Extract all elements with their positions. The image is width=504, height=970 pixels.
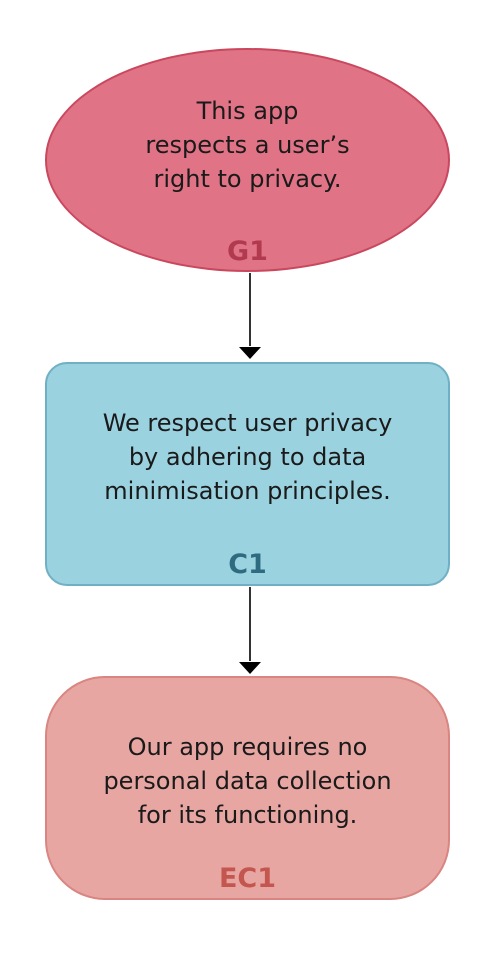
claim-node-id: C1 — [228, 549, 267, 580]
evidence-node-ec1: Our app requires no personal data collec… — [45, 676, 450, 900]
claim-node-text: We respect user privacy by adhering to d… — [102, 409, 393, 505]
evidence-node-text: Our app requires no personal data collec… — [103, 733, 392, 829]
edge-g1-to-c1 — [239, 273, 261, 359]
goal-node-id: G1 — [227, 236, 268, 267]
goal-node-g1: This app respects a user’s right to priv… — [45, 48, 450, 272]
goal-node-text: This app respects a user’s right to priv… — [145, 97, 350, 193]
claim-node-c1: We respect user privacy by adhering to d… — [45, 362, 450, 586]
evidence-node-id: EC1 — [218, 863, 277, 894]
edge-c1-to-ec1 — [239, 587, 261, 674]
